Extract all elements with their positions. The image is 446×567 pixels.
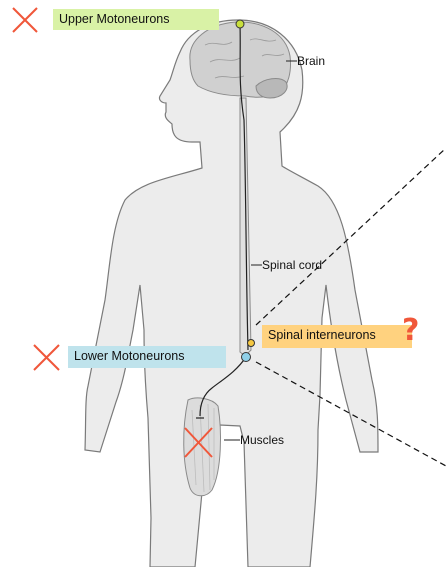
spinal-interneurons-label: Spinal interneurons	[262, 325, 412, 348]
question-mark: ?	[402, 313, 419, 348]
x-mark-lower	[34, 345, 59, 370]
x-mark-upper	[13, 8, 37, 32]
upper-motoneurons-label: Upper Motoneurons	[53, 9, 219, 30]
muscles-label: Muscles	[240, 432, 284, 448]
spinal-cord-label: Spinal cord	[262, 257, 322, 273]
lower-motoneurons-label: Lower Motoneurons	[68, 346, 226, 368]
interneuron-soma	[248, 340, 255, 347]
upper-motoneuron-soma	[236, 20, 244, 28]
lower-motoneuron-soma	[242, 353, 251, 362]
brain-label: Brain	[297, 53, 325, 69]
body-silhouette	[85, 20, 378, 567]
